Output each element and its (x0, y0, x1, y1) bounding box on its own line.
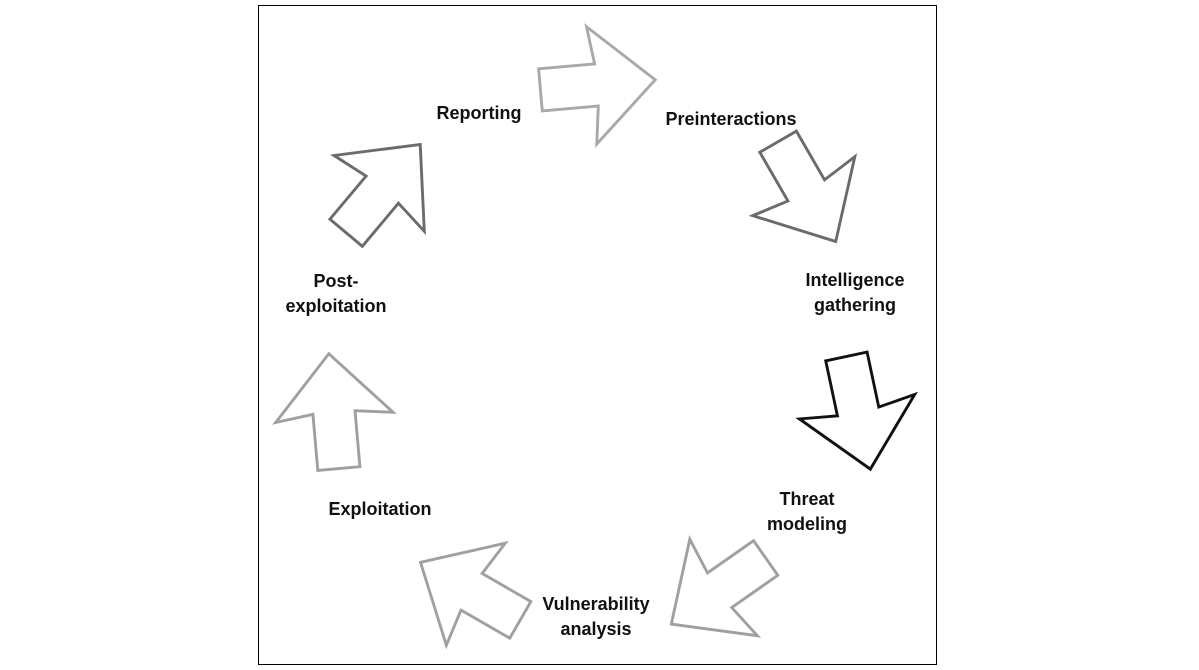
arrow-vulnerability-analysis-icon (646, 519, 792, 663)
arrow-preinteractions-icon (539, 30, 654, 140)
arrow-exploitation-icon (400, 521, 543, 662)
label-intelligence-gathering: Intelligence gathering (805, 270, 905, 315)
label-preinteractions: Preinteractions (665, 109, 797, 129)
label-reporting: Reporting (436, 103, 522, 123)
label-threat-modeling: Threat modeling (767, 489, 847, 534)
label-exploitation: Exploitation (328, 499, 432, 519)
arrow-threat-modeling-icon (798, 349, 919, 475)
arrow-post-exploitation-icon (279, 354, 389, 469)
arrow-intelligence-gathering-icon (736, 119, 877, 262)
label-vulnerability-analysis: Vulnerability analysis (542, 594, 650, 639)
label-post-exploitation: Post- exploitation (285, 271, 387, 316)
arrow-reporting-icon (310, 116, 456, 263)
